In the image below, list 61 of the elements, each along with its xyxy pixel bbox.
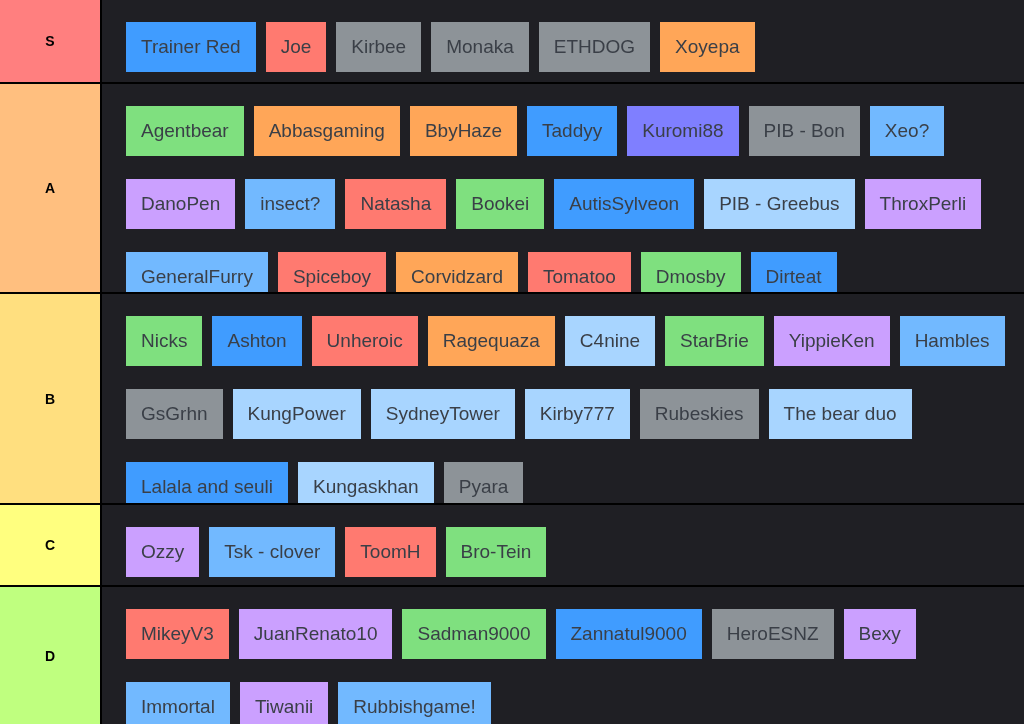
name-tag: Sadman9000 xyxy=(402,609,546,659)
name-tag: Corvidzard xyxy=(396,252,518,292)
name-tag: The bear duo xyxy=(768,389,912,439)
name-tag: Monaka xyxy=(431,22,529,72)
name-tag: Abbasgaming xyxy=(253,106,400,156)
name-tag: JuanRenato10 xyxy=(238,609,393,659)
tier-letter: D xyxy=(44,647,56,664)
name-tag: StarBrie xyxy=(665,316,764,366)
name-tag: Pyara xyxy=(443,462,524,503)
name-tag: Bookei xyxy=(456,179,545,229)
name-tag: AutisSylveon xyxy=(554,179,695,229)
name-tag: Rubeskies xyxy=(639,389,759,439)
name-tag: KungPower xyxy=(232,389,361,439)
name-tag: Kirbee xyxy=(336,22,422,72)
name-tag: DanoPen xyxy=(126,179,236,229)
name-tag: Unheroic xyxy=(311,316,418,366)
name-tag: C4nine xyxy=(564,316,656,366)
name-tag: ETHDOG xyxy=(538,22,651,72)
name-tag: YippieKen xyxy=(773,316,890,366)
name-tag: Spiceboy xyxy=(277,252,387,292)
tier-letter: A xyxy=(44,180,56,196)
name-tag: SydneyTower xyxy=(370,389,515,439)
tier-letter: S xyxy=(45,33,55,49)
name-tag: Ashton xyxy=(212,316,302,366)
name-tag: Kungaskhan xyxy=(298,462,434,503)
tier-letter: C xyxy=(44,537,56,553)
name-tag: Tiwanii xyxy=(239,682,329,724)
name-tag: Lalala and seuli xyxy=(126,462,289,503)
tier-letter: B xyxy=(44,390,56,407)
name-tag: Agentbear xyxy=(126,106,244,156)
name-tag: PIB - Greebus xyxy=(704,179,855,229)
name-tag: MikeyV3 xyxy=(126,609,229,659)
name-tag: Rubbishgame! xyxy=(338,682,491,724)
name-tag: GeneralFurry xyxy=(126,252,268,292)
name-tag: Bro-Tein xyxy=(445,527,547,577)
name-tag: Tomatoo xyxy=(527,252,631,292)
name-tag: Taddyy xyxy=(527,106,618,156)
name-tag: Dmosby xyxy=(640,252,741,292)
name-tag: Ozzy xyxy=(126,527,200,577)
name-tag: ThroxPerli xyxy=(864,179,982,229)
name-tag: GsGrhn xyxy=(126,389,223,439)
name-tag: insect? xyxy=(245,179,336,229)
name-tag: Dirteat xyxy=(750,252,837,292)
name-tag: Tsk - clover xyxy=(209,527,336,577)
name-tag: HeroESNZ xyxy=(711,609,834,659)
name-tag: Zannatul9000 xyxy=(555,609,702,659)
name-tag: Bexy xyxy=(843,609,916,659)
name-tag: ToomH xyxy=(345,527,436,577)
name-tag: Joe xyxy=(265,22,327,72)
name-tag: Ragequaza xyxy=(427,316,555,366)
name-tag: Nicks xyxy=(126,316,203,366)
name-tag: Trainer Red xyxy=(126,22,256,72)
name-tag: Xoyepa xyxy=(660,22,755,72)
name-tag: Xeo? xyxy=(869,106,945,156)
name-tag: Hambles xyxy=(899,316,1005,366)
name-tag: Kirby777 xyxy=(524,389,630,439)
name-tag: Natasha xyxy=(345,179,447,229)
name-tag: Immortal xyxy=(126,682,230,724)
name-tag: PIB - Bon xyxy=(748,106,860,156)
name-tag: BbyHaze xyxy=(409,106,517,156)
name-tag: Kuromi88 xyxy=(627,106,739,156)
